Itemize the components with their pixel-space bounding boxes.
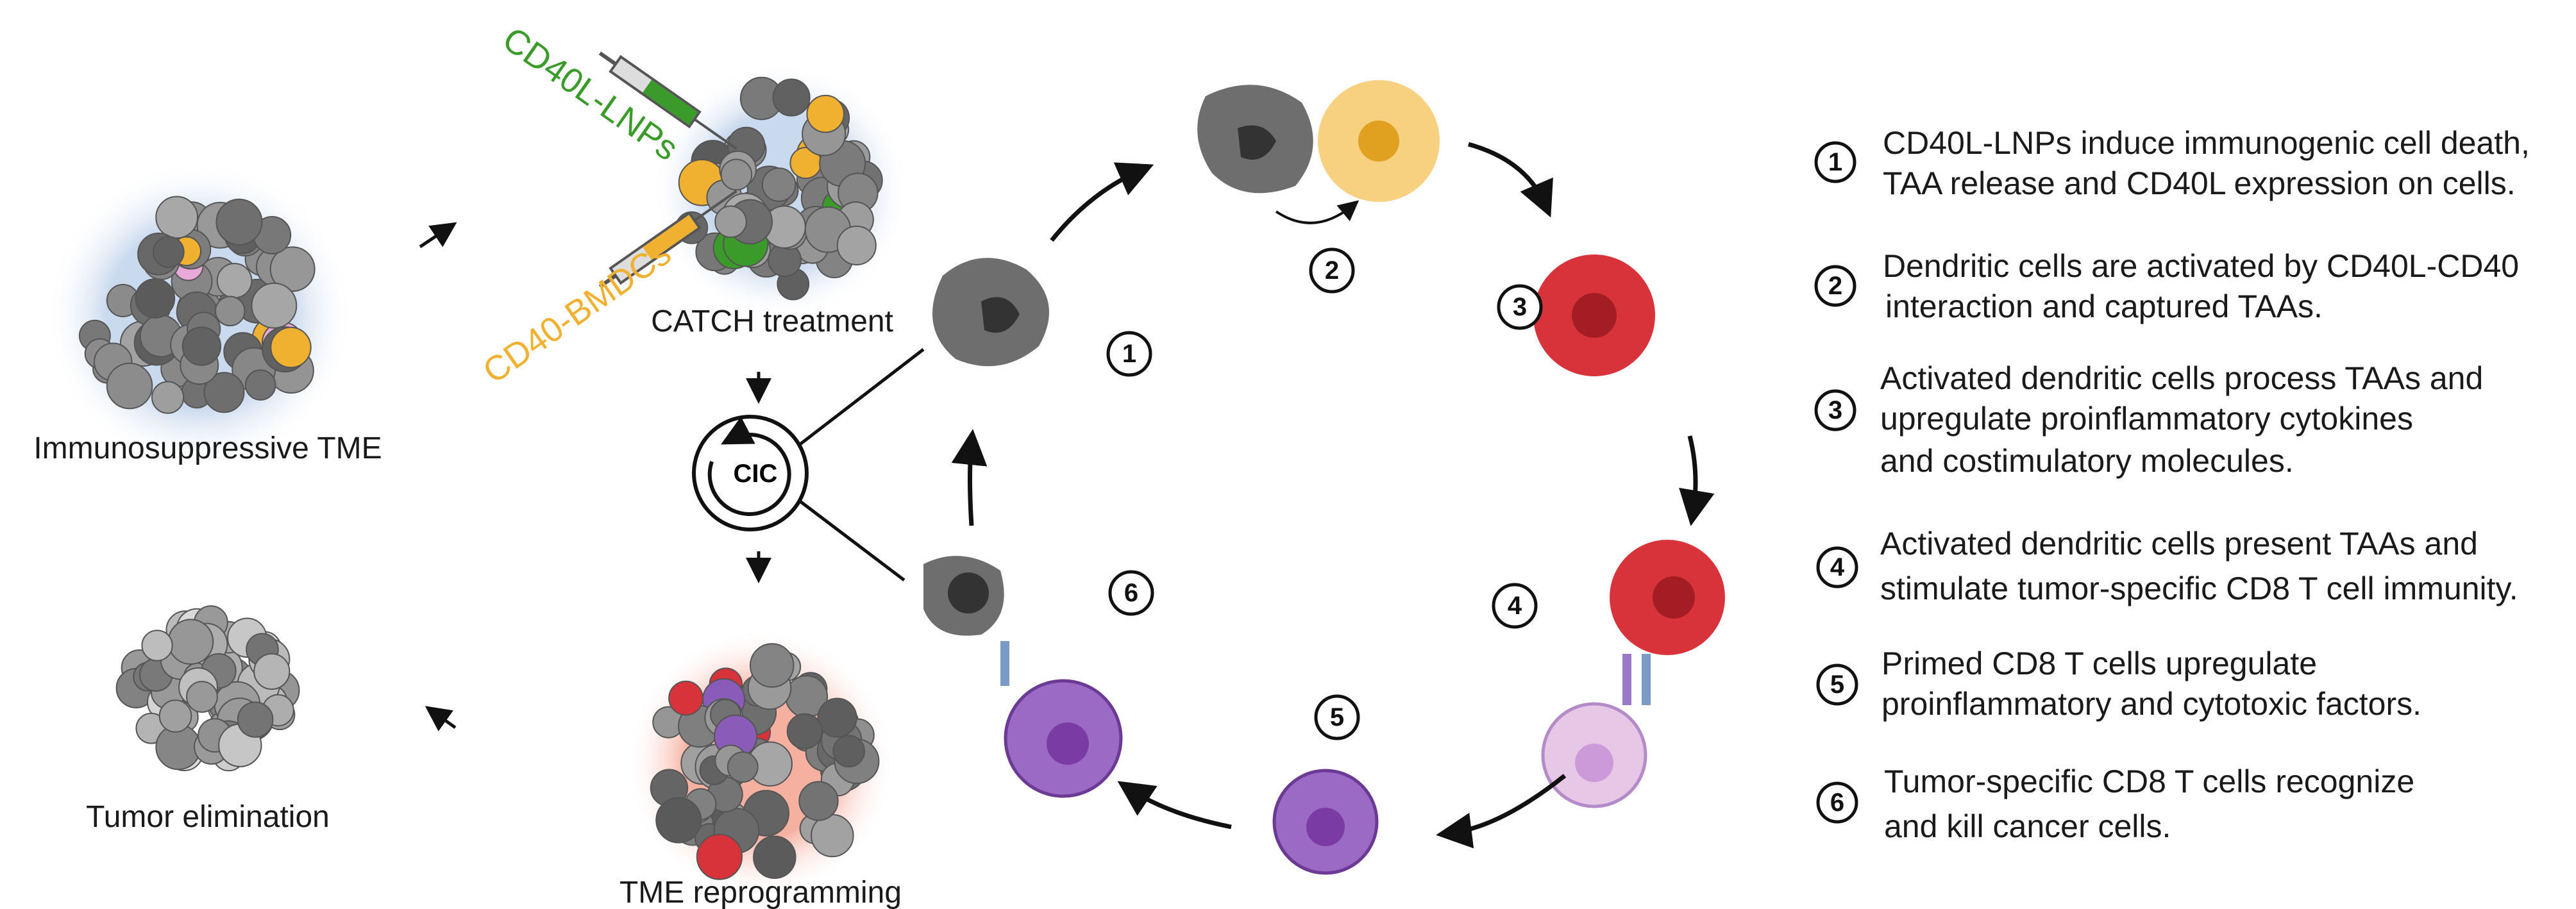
- tumor-cell: [216, 263, 253, 299]
- svg-text:2: 2: [1325, 256, 1339, 285]
- svg-text:3: 3: [1828, 396, 1842, 424]
- step-marker-4: 4: [1492, 583, 1538, 629]
- syringe-lnp-icon: [598, 51, 737, 150]
- tumor-elimination-label: Tumor elimination: [86, 800, 330, 834]
- cic-link-upper: [797, 348, 925, 447]
- tumor-cell: [720, 158, 753, 191]
- catch-tumor: [652, 63, 909, 319]
- svg-text:1: 1: [1122, 340, 1136, 368]
- svg-text:Activated dendritic cells pres: Activated dendritic cells present TAAs a…: [1880, 526, 2478, 562]
- svg-text:and costimulatory molecules.: and costimulatory molecules.: [1880, 443, 2294, 479]
- tumor-cell: [696, 833, 743, 880]
- tumor-cell: [215, 296, 246, 327]
- svg-text:Primed CD8 T cells upregulate: Primed CD8 T cells upregulate: [1881, 646, 2317, 681]
- svg-text:4: 4: [1508, 592, 1522, 620]
- tumor-cell: [151, 381, 185, 414]
- tumor-cell: [237, 701, 274, 738]
- legend-item-2: 2 Dendritic cells are activated by CD40L…: [1814, 248, 2519, 324]
- arrow-to-catch: [419, 222, 457, 249]
- svg-text:3: 3: [1513, 293, 1527, 321]
- tumor-cell: [727, 751, 759, 783]
- legend-item-6: 6 Tumor-specific CD8 T cells recognize an…: [1816, 763, 2414, 844]
- cic-cycle-icon: CIC: [692, 415, 809, 531]
- tumor-cell: [106, 362, 153, 410]
- svg-text:5: 5: [1830, 671, 1844, 699]
- svg-text:Activated dendritic cells proc: Activated dendritic cells process TAAs a…: [1880, 360, 2483, 396]
- legend-item-3: 3 Activated dendritic cells process TAAs…: [1814, 360, 2483, 479]
- tumor-cell: [167, 619, 214, 665]
- tumor-cell: [251, 282, 298, 329]
- svg-text:stimulate tumor-specific CD8 T: stimulate tumor-specific CD8 T cell immu…: [1880, 571, 2518, 606]
- tumor-cell: [668, 680, 703, 716]
- tumor-cell: [244, 369, 276, 401]
- activated-dendritic-cell: [1533, 254, 1655, 376]
- tumor-cell: [753, 835, 796, 880]
- tumor-cell: [141, 630, 173, 662]
- arrow-to-elimination: [425, 706, 457, 731]
- step-marker-5: 5: [1314, 694, 1360, 740]
- tumor-cell: [269, 246, 316, 292]
- eliminated-tumor: [115, 605, 300, 772]
- svg-text:1: 1: [1828, 148, 1842, 176]
- step-marker-1: 1: [1106, 331, 1152, 377]
- tumor-cell: [270, 326, 312, 369]
- legend-item-1: 1 CD40L-LNPs induce immunogenic cell dea…: [1814, 125, 2530, 201]
- tumor-cell: [832, 735, 866, 768]
- primed-cd8-tcell: [1272, 769, 1379, 875]
- tumor-cell: [215, 198, 263, 246]
- tumor-cell: [153, 236, 185, 268]
- cycle-arrows: [951, 142, 1715, 849]
- tumor-cell: [836, 225, 877, 265]
- tumor-cell: [772, 78, 811, 117]
- step-marker-6: 6: [1108, 570, 1154, 616]
- tumor-cell: [155, 196, 199, 239]
- tumor-cell: [817, 697, 857, 738]
- tumor-cell: [761, 167, 796, 202]
- cic-link-lower: [797, 499, 905, 581]
- cd40-bmdcs-label: CD40-BMDCs: [476, 233, 678, 390]
- svg-text:interaction and captured TAAs.: interaction and captured TAAs.: [1885, 288, 2323, 324]
- tumor-cell: [181, 326, 222, 366]
- syringe-bmdc-icon: [598, 190, 737, 288]
- immunosuppressive-tumor: [46, 162, 353, 469]
- tumor-cell: [749, 643, 795, 688]
- tumor-cell-with-dc: [1197, 80, 1440, 224]
- svg-text:upregulate proinflammatory cyt: upregulate proinflammatory cytokines: [1880, 401, 2413, 437]
- legend: 1 CD40L-LNPs induce immunogenic cell dea…: [1814, 125, 2530, 844]
- step-marker-3: 3: [1497, 284, 1543, 330]
- dc-presenting-to-tcell: [1541, 540, 1725, 808]
- svg-text:5: 5: [1330, 703, 1344, 731]
- tumor-cell: [798, 781, 839, 821]
- tumor-cell: [253, 653, 290, 690]
- tumor-cell: [135, 278, 176, 319]
- tumor-cell: [158, 699, 192, 733]
- legend-item-5: 5 Primed CD8 T cells upregulate proinflam…: [1816, 646, 2421, 722]
- reprogrammed-tumor: [626, 629, 895, 898]
- svg-text:and kill cancer cells.: and kill cancer cells.: [1884, 808, 2171, 844]
- tumor-cell: [186, 681, 218, 713]
- svg-text:Tumor-specific CD8 T cells rec: Tumor-specific CD8 T cells recognize: [1884, 763, 2414, 799]
- svg-text:proinflammatory and cytotoxic: proinflammatory and cytotoxic factors.: [1881, 686, 2421, 722]
- tumor-cell: [203, 372, 245, 413]
- cic-label: CIC: [734, 460, 778, 488]
- svg-text:6: 6: [1830, 788, 1844, 817]
- step-marker-2: 2: [1309, 247, 1355, 294]
- tumor-cell: [806, 94, 845, 133]
- tme-reprogramming-label: TME reprogramming: [619, 876, 902, 909]
- svg-text:CD40L-LNPs induce immunogenic: CD40L-LNPs induce immunogenic cell death…: [1883, 125, 2530, 161]
- legend-item-4: 4 Activated dendritic cells present TAAs…: [1816, 526, 2518, 606]
- tcell-killing-tumor: [923, 556, 1123, 798]
- svg-text:6: 6: [1124, 579, 1138, 607]
- svg-text:2: 2: [1828, 272, 1842, 300]
- tumor-cell: [714, 205, 747, 238]
- tumor-cell: [786, 713, 823, 749]
- svg-text:Dendritic cells are activated: Dendritic cells are activated by CD40L-C…: [1883, 248, 2519, 284]
- dying-tumor-cell: [932, 258, 1049, 367]
- immunosuppressive-tme-label: Immunosuppressive TME: [33, 431, 382, 465]
- svg-text:TAA release and CD40L expressi: TAA release and CD40L expression on cell…: [1883, 165, 2516, 201]
- catch-treatment-label: CATCH treatment: [651, 304, 893, 338]
- tumor-cell: [655, 797, 702, 844]
- svg-text:4: 4: [1830, 553, 1845, 581]
